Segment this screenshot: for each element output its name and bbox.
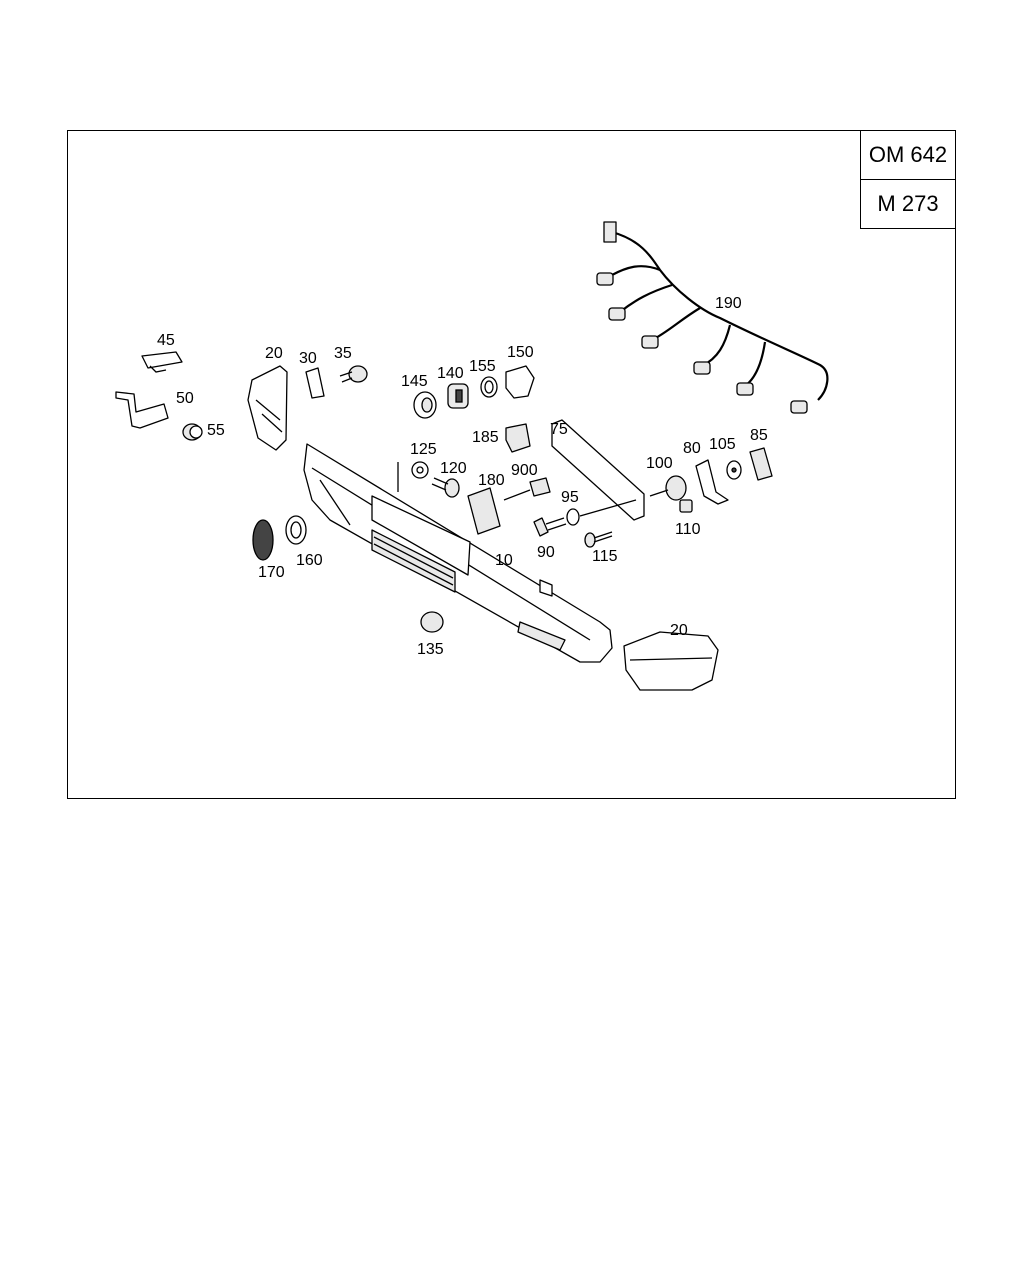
label-30: 30 <box>299 350 317 367</box>
part-35-bolt[interactable] <box>339 365 368 383</box>
part-120-bolt[interactable] <box>431 477 460 498</box>
part-45-clip[interactable] <box>141 351 183 373</box>
label-110: 110 <box>675 521 701 538</box>
label-100: 100 <box>646 455 673 472</box>
label-90: 90 <box>537 544 555 561</box>
label-20-right: 20 <box>670 622 688 639</box>
part-20-bumper-end-right[interactable] <box>623 631 719 691</box>
label-120: 120 <box>440 460 467 477</box>
label-50: 50 <box>176 390 194 407</box>
label-185: 185 <box>472 429 499 446</box>
part-190-wiring-harness[interactable] <box>596 221 829 414</box>
part-150-holder[interactable] <box>505 365 535 399</box>
part-155-ring[interactable] <box>480 376 498 398</box>
part-115-screw[interactable] <box>584 531 613 548</box>
part-160-trim-ring[interactable] <box>285 515 307 545</box>
part-95-washer[interactable] <box>566 499 637 526</box>
part-10-bumper[interactable] <box>303 443 613 663</box>
part-140-sensor-housing[interactable] <box>447 383 469 409</box>
label-55: 55 <box>207 422 225 439</box>
part-180-control-unit[interactable] <box>467 487 501 535</box>
label-105: 105 <box>709 436 736 453</box>
part-85-clip[interactable] <box>749 447 773 481</box>
label-10: 10 <box>495 552 513 569</box>
label-20-left: 20 <box>265 345 283 362</box>
part-105-washer[interactable] <box>726 460 742 480</box>
part-135-plug[interactable] <box>420 611 444 633</box>
label-155: 155 <box>469 358 496 375</box>
part-125-washer[interactable] <box>397 461 429 492</box>
label-150: 150 <box>507 344 534 361</box>
part-145-sensor[interactable] <box>413 391 437 419</box>
label-900: 900 <box>511 462 538 479</box>
label-145: 145 <box>401 373 428 390</box>
label-80: 80 <box>683 440 701 457</box>
part-90-bolt[interactable] <box>533 517 567 537</box>
diagram-frame: OM 642 M 273 <box>67 130 956 799</box>
part-50-bracket[interactable] <box>115 391 169 429</box>
label-95: 95 <box>561 489 579 506</box>
label-45: 45 <box>157 332 175 349</box>
part-185-holder[interactable] <box>505 423 531 453</box>
engine-code-m273: M 273 <box>860 180 955 229</box>
part-100-spacer[interactable] <box>649 475 687 501</box>
engine-code-om642: OM 642 <box>860 131 955 180</box>
label-140: 140 <box>437 365 464 382</box>
label-180: 180 <box>478 472 505 489</box>
label-160: 160 <box>296 552 323 569</box>
part-labels: 45 50 55 20 30 35 145 140 155 150 190 18… <box>157 295 768 658</box>
label-190: 190 <box>715 295 742 312</box>
part-55-grommet[interactable] <box>182 423 203 441</box>
label-135: 135 <box>417 641 444 658</box>
part-75-plate-bracket[interactable] <box>551 419 645 521</box>
label-125: 125 <box>410 441 437 458</box>
part-80-bracket[interactable] <box>695 459 729 505</box>
part-20-bumper-end-left[interactable] <box>247 365 288 451</box>
label-85: 85 <box>750 427 768 444</box>
label-115: 115 <box>592 548 618 565</box>
label-75: 75 <box>550 421 568 438</box>
label-170: 170 <box>258 564 285 581</box>
part-900-connector[interactable] <box>503 477 551 501</box>
part-110-clip-nut[interactable] <box>679 499 693 513</box>
label-35: 35 <box>334 345 352 362</box>
part-170-grille[interactable] <box>252 519 274 561</box>
part-30-nut-clip[interactable] <box>305 367 325 399</box>
